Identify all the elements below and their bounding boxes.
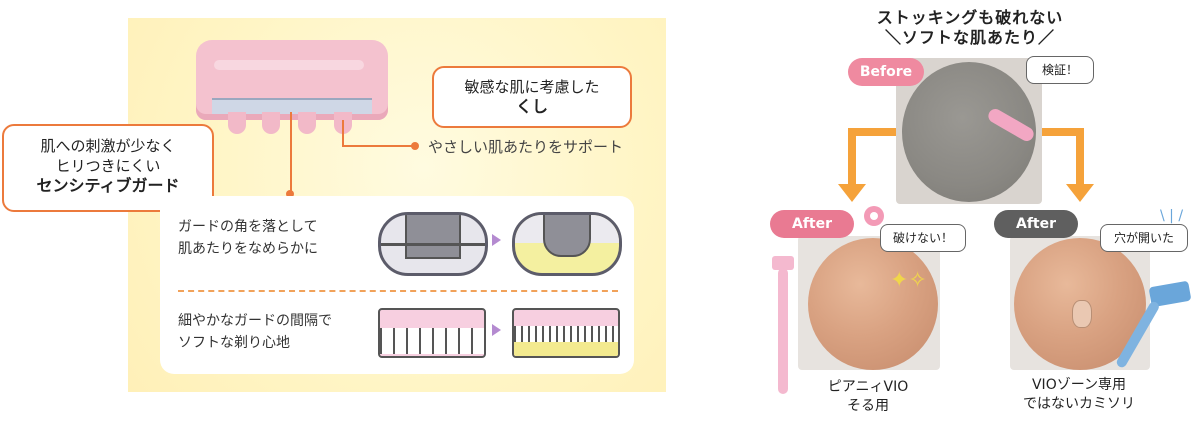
after-left-photo <box>798 236 940 370</box>
callout-line: 肌への刺激が少なく <box>40 137 176 155</box>
callout-line: センシティブガード <box>36 176 180 195</box>
comb-after-diagram <box>512 308 620 358</box>
arrow-right-icon <box>492 324 501 336</box>
support-label: やさしい肌あたりをサポート <box>428 138 624 156</box>
comparison-title: ストッキングも破れない <box>876 8 1064 27</box>
comb-tooth <box>298 112 316 134</box>
after-left-speech-bubble: 破けない！ <box>880 224 966 252</box>
regular-razor-illustration <box>1115 280 1192 374</box>
arrow-line <box>1042 128 1084 136</box>
comb-callout: 敏感な肌に考慮した くし <box>432 66 632 128</box>
before-photo <box>896 58 1042 204</box>
comb-before-diagram <box>378 308 486 358</box>
after-right-speech-bubble: 穴が開いた <box>1100 224 1188 252</box>
comparison-subtitle: ＼ソフトな肌あたり／ <box>884 28 1055 47</box>
flower-icon <box>864 206 884 226</box>
arrow-line <box>848 128 896 136</box>
after-left-badge: After <box>770 210 854 238</box>
divider <box>178 290 618 292</box>
vio-razor-illustration <box>772 256 794 396</box>
arrow-right-icon <box>492 234 501 246</box>
guard-before-diagram <box>378 212 488 276</box>
arrow-down-icon <box>1066 184 1094 202</box>
arrow-down-icon <box>838 184 866 202</box>
after-right-caption: VIOゾーン専用 ではないカミソリ <box>1023 377 1135 412</box>
after-right-badge: After <box>994 210 1078 238</box>
connector-dot <box>411 142 419 150</box>
comb-tooth <box>228 112 246 134</box>
connector-line <box>290 112 292 192</box>
razor-blade <box>212 98 372 114</box>
after-left-caption: ピアニィVIO そる用 <box>827 379 909 414</box>
feature-row-2-text: 細やかなガードの間隔で ソフトな剃り心地 <box>178 313 332 351</box>
sparkle-icon: ✦✧ <box>890 268 927 293</box>
feature-row-1-text: ガードの角を落として 肌あたりをなめらかに <box>178 219 318 257</box>
arrow-line <box>848 128 856 186</box>
comb-tooth <box>262 112 280 134</box>
connector-dot <box>286 190 294 198</box>
before-speech-bubble: 検証！ <box>1026 56 1094 84</box>
shock-lines-icon: \ | / <box>1160 208 1184 224</box>
before-badge: Before <box>848 58 924 86</box>
guard-after-diagram <box>512 212 622 276</box>
callout-line: 敏感な肌に考慮した <box>464 78 600 96</box>
connector-line <box>342 120 344 146</box>
arrow-line <box>1076 128 1084 186</box>
callout-line: くし <box>515 97 548 116</box>
callout-line: ヒリつきにくい <box>55 157 161 175</box>
connector-line <box>342 145 414 147</box>
